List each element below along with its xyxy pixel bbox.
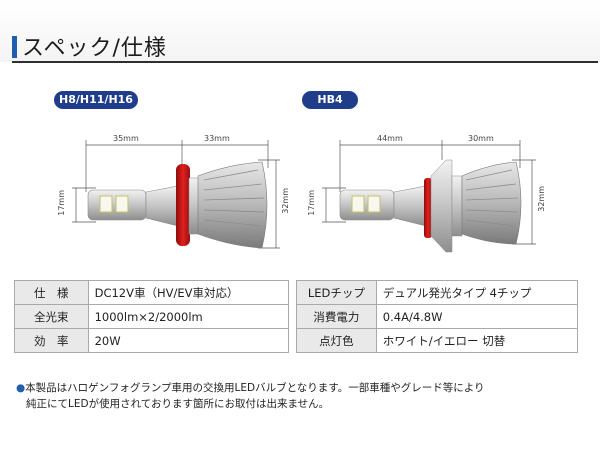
left-dim-length-a: 35mm bbox=[113, 134, 139, 143]
right-dim-length-a: 44mm bbox=[377, 134, 403, 143]
notice-line-2: 純正にてLEDが使用されております箇所にお取付は出来ません。 bbox=[26, 398, 330, 410]
right-bulb-image bbox=[339, 159, 522, 253]
spec-label: 仕 様 bbox=[14, 280, 89, 305]
spec-value: 20W bbox=[87, 328, 290, 353]
table-row: LEDチップ デュアル発光タイプ 4チップ bbox=[296, 280, 579, 305]
table-row: 効 率 20W bbox=[14, 328, 290, 353]
notice-line-1: ●本製品はハロゲンフォグランプ車用の交換用LEDバルブとなります。一部車種やグレ… bbox=[16, 380, 485, 396]
table-row: 仕 様 DC12V車（HV/EV車対応） bbox=[14, 280, 290, 305]
bullet-icon: ● bbox=[16, 382, 26, 394]
spec-label: 効 率 bbox=[14, 328, 89, 353]
spec-table-left: 仕 様 DC12V車（HV/EV車対応） 全光束 1000lm×2/2000lm… bbox=[14, 280, 290, 353]
spec-label: 全光束 bbox=[14, 304, 89, 329]
header-divider bbox=[12, 61, 598, 63]
left-bulb-dimension-lines bbox=[72, 140, 280, 249]
spec-value: 0.4A/4.8W bbox=[375, 304, 579, 329]
product-tag-hb4: HB4 bbox=[302, 91, 358, 109]
spec-label: LEDチップ bbox=[296, 280, 377, 305]
section-header: スペック/仕様 bbox=[0, 0, 600, 63]
left-bulb-image bbox=[87, 161, 268, 249]
spec-value: ホワイト/イエロー 切替 bbox=[375, 328, 579, 353]
table-row: 全光束 1000lm×2/2000lm bbox=[14, 304, 290, 329]
header-accent-bar bbox=[12, 36, 17, 58]
spec-label: 消費電力 bbox=[296, 304, 377, 329]
spec-label: 点灯色 bbox=[296, 328, 377, 353]
left-dim-length-b: 33mm bbox=[204, 134, 230, 143]
notice-line-1-text: 本製品はハロゲンフォグランプ車用の交換用LEDバルブとなります。一部車種やグレー… bbox=[25, 382, 485, 394]
right-dim-length-b: 30mm bbox=[468, 134, 494, 143]
notice-text: ●本製品はハロゲンフォグランプ車用の交換用LEDバルブとなります。一部車種やグレ… bbox=[16, 380, 485, 412]
spec-table-right: LEDチップ デュアル発光タイプ 4チップ 消費電力 0.4A/4.8W 点灯色… bbox=[296, 280, 579, 353]
spec-value: デュアル発光タイプ 4チップ bbox=[375, 280, 579, 305]
table-row: 点灯色 ホワイト/イエロー 切替 bbox=[296, 328, 579, 353]
page-title: スペック/仕様 bbox=[22, 36, 167, 61]
right-bulb-dimension-lines bbox=[322, 140, 536, 245]
product-tag-h8: H8/H11/H16 bbox=[54, 91, 138, 109]
spec-value: DC12V車（HV/EV車対応） bbox=[87, 280, 290, 305]
table-row: 消費電力 0.4A/4.8W bbox=[296, 304, 579, 329]
spec-value: 1000lm×2/2000lm bbox=[87, 304, 290, 329]
